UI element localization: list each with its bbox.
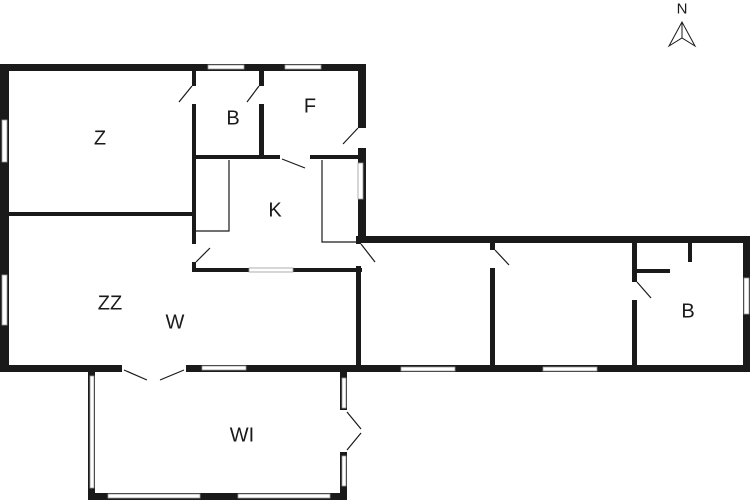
room-label-wi: WI (229, 424, 255, 447)
windows (1, 64, 750, 499)
room-label-zz: ZZ (97, 292, 123, 315)
door-openings (122, 86, 639, 452)
north-arrow-icon (667, 20, 697, 48)
room-label-k: K (268, 199, 282, 222)
door-swings (123, 85, 652, 451)
room-label-f: F (303, 95, 317, 118)
room-label-b-bath: B (226, 107, 240, 130)
north-label: N (676, 0, 688, 18)
room-label-w: W (165, 311, 185, 334)
room-label-b-east: B (681, 300, 695, 323)
room-label-z: Z (93, 127, 107, 150)
